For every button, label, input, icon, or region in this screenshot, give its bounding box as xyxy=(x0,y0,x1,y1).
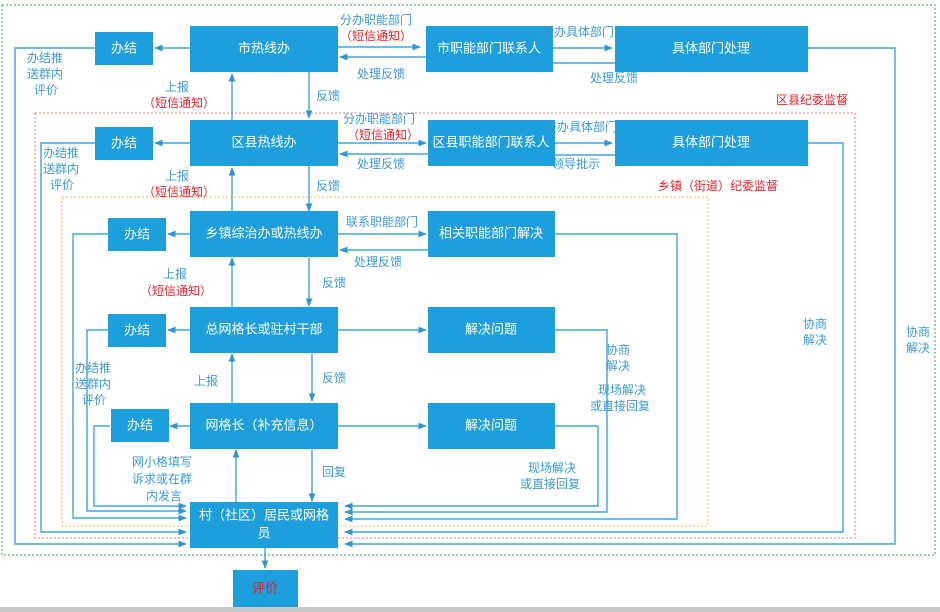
label-negotiate-city-1: 协商 xyxy=(906,324,930,339)
node-resident-label-1: 村（社区）居民或网格 xyxy=(199,508,329,524)
zone-city xyxy=(1,4,936,556)
node-county-hotline-label: 区县热线办 xyxy=(231,136,296,151)
node-grid-solve-label: 解决问题 xyxy=(465,419,517,434)
node-done-2[interactable]: 办结 xyxy=(95,127,153,160)
node-chief-solve-label: 解决问题 xyxy=(465,323,517,338)
label-fill-request-2: 诉求或在群 xyxy=(132,472,192,486)
node-done-1[interactable]: 办结 xyxy=(95,32,153,65)
label-negotiate-county-1: 协商 xyxy=(803,316,827,331)
node-county-specific-dept-label: 具体部门处理 xyxy=(672,136,750,151)
label-report-1: 上报 xyxy=(165,79,189,94)
node-grid-solve[interactable]: 解决问题 xyxy=(428,403,555,449)
label-handle-feedback-2: 处理反馈 xyxy=(590,71,638,85)
node-evaluate-label: 评价 xyxy=(252,582,278,597)
label-handle-feedback-4: 处理反馈 xyxy=(354,255,402,269)
node-done-5[interactable]: 办结 xyxy=(111,409,169,442)
label-push-2c: 评价 xyxy=(50,178,74,192)
label-negotiate-city-2: 解决 xyxy=(906,341,930,355)
node-grid-leader-label: 网格长（补充信息） xyxy=(205,418,322,434)
node-done-4-label: 办结 xyxy=(124,324,150,339)
label-sms-3: （短信通知） xyxy=(347,128,419,142)
node-town-office[interactable]: 乡镇综治办或热线办 xyxy=(190,211,338,257)
label-negotiate-town-1: 协商 xyxy=(606,342,630,357)
label-sms-5: （短信通知） xyxy=(140,284,212,298)
label-onsite-2a: 现场解决 xyxy=(528,461,576,475)
label-feedback-3: 反馈 xyxy=(322,276,346,290)
label-push-1c: 评价 xyxy=(34,83,58,97)
label-assign-specific-2: 交办具体部门 xyxy=(545,119,617,134)
node-done-2-label: 办结 xyxy=(111,137,137,152)
node-done-5-label: 办结 xyxy=(127,419,153,434)
node-city-hotline-label: 市热线办 xyxy=(238,41,290,57)
node-chief-solve[interactable]: 解决问题 xyxy=(428,307,555,353)
node-done-3[interactable]: 办结 xyxy=(108,218,166,251)
label-contact-dept: 联系职能部门 xyxy=(346,214,418,229)
label-report-4: 上报 xyxy=(194,373,218,388)
label-reply: 回复 xyxy=(322,465,346,479)
node-county-hotline[interactable]: 区县热线办 xyxy=(190,120,338,166)
bottom-scroll-edge xyxy=(0,607,940,612)
node-city-dept-contact-label: 市职能部门联系人 xyxy=(437,41,541,57)
label-onsite-2b: 或直接回复 xyxy=(520,476,580,491)
zone-town-title: 乡镇（街道）纪委监督 xyxy=(658,178,778,193)
zone-county-title: 区县纪委监督 xyxy=(776,92,848,107)
label-assign-specific-1: 交办具体部门 xyxy=(542,24,614,39)
label-negotiate-town-2: 解决 xyxy=(606,359,630,373)
label-push-3a: 办结推 xyxy=(75,360,111,375)
label-push-2b: 送群内 xyxy=(43,161,79,176)
node-resident-label-2: 员 xyxy=(257,527,270,542)
node-county-dept-contact[interactable]: 区县职能部门联系人 xyxy=(428,120,555,166)
node-town-office-label: 乡镇综治办或热线办 xyxy=(205,227,322,242)
zone-county xyxy=(34,112,856,539)
node-city-hotline[interactable]: 市热线办 xyxy=(190,26,338,72)
node-city-specific-dept-label: 具体部门处理 xyxy=(672,42,750,57)
node-done-4[interactable]: 办结 xyxy=(108,314,166,347)
label-handle-feedback-3: 处理反馈 xyxy=(357,157,405,171)
label-fill-request-1: 网小格填写 xyxy=(132,454,192,469)
connectors xyxy=(14,43,896,569)
node-town-related-dept[interactable]: 相关职能部门解决 xyxy=(428,211,555,257)
label-push-1a: 办结推 xyxy=(27,50,63,65)
label-dispatch-dept-2: 分办职能部门 xyxy=(343,111,415,126)
label-feedback-2: 反馈 xyxy=(316,179,340,193)
node-grid-leader[interactable]: 网格长（补充信息） xyxy=(190,403,338,449)
label-report-3: 上报 xyxy=(163,266,187,281)
node-chief-grid-label: 总网格长或驻村干部 xyxy=(205,322,322,338)
label-handle-feedback-1: 处理反馈 xyxy=(357,67,405,81)
label-onsite-1b: 或直接回复 xyxy=(590,398,650,413)
node-evaluate[interactable]: 评价 xyxy=(233,570,298,608)
label-sms-1: （短信通知） xyxy=(340,29,412,43)
label-sms-4: （短信通知） xyxy=(143,185,215,199)
label-feedback-1: 反馈 xyxy=(316,89,340,103)
label-push-2a: 办结推 xyxy=(43,145,79,160)
node-county-specific-dept[interactable]: 具体部门处理 xyxy=(615,120,808,166)
node-resident[interactable]: 村（社区）居民或网格 员 xyxy=(190,502,338,548)
node-done-3-label: 办结 xyxy=(124,228,150,243)
label-push-1b: 送群内 xyxy=(27,66,63,81)
node-city-dept-contact[interactable]: 市职能部门联系人 xyxy=(426,26,553,72)
label-fill-request-3: 内发言 xyxy=(146,488,182,503)
label-dispatch-dept-1: 分办职能部门 xyxy=(340,12,412,27)
label-onsite-1a: 现场解决 xyxy=(598,383,646,397)
label-feedback-4: 反馈 xyxy=(322,371,346,385)
node-town-related-dept-label: 相关职能部门解决 xyxy=(439,227,543,242)
label-push-3c: 评价 xyxy=(82,393,106,407)
node-done-1-label: 办结 xyxy=(111,42,137,57)
label-leader-instruction: 领导批示 xyxy=(552,156,600,171)
node-county-dept-contact-label: 区县职能部门联系人 xyxy=(432,136,549,151)
label-sms-2: （短信通知） xyxy=(143,96,215,110)
node-city-specific-dept[interactable]: 具体部门处理 xyxy=(615,26,808,72)
label-negotiate-county-2: 解决 xyxy=(803,333,827,347)
label-push-3b: 送群内 xyxy=(75,376,111,391)
label-report-2: 上报 xyxy=(165,168,189,183)
node-chief-grid[interactable]: 总网格长或驻村干部 xyxy=(190,307,338,353)
zone-town xyxy=(61,196,709,527)
